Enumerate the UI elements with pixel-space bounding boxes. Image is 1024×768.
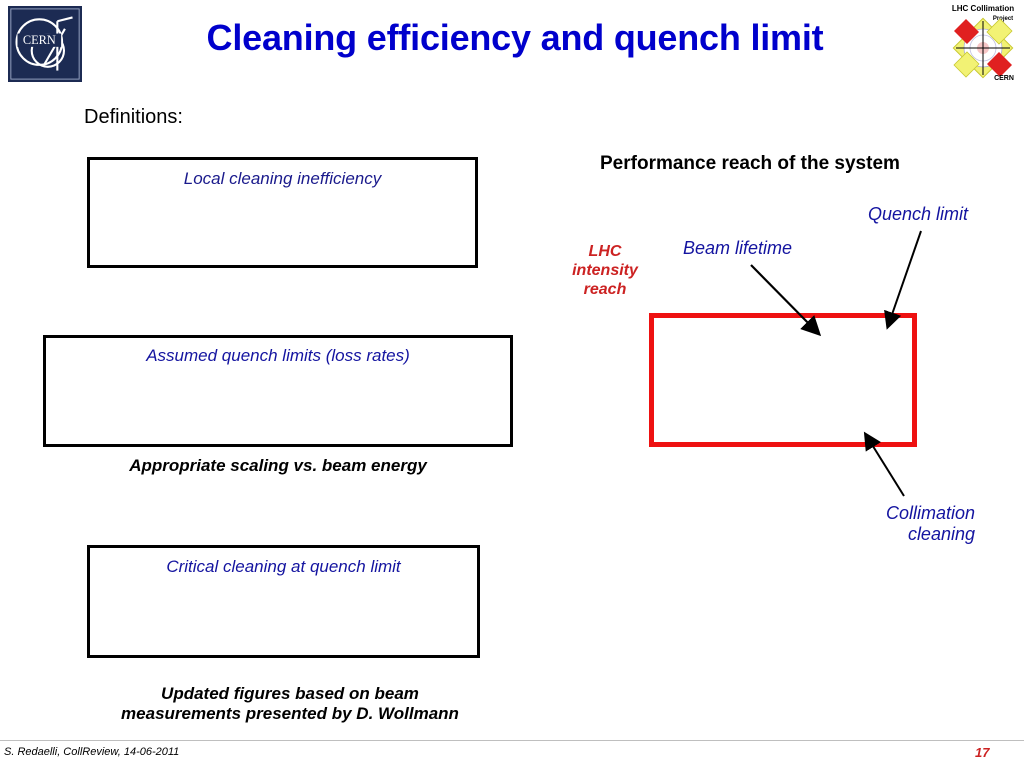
svg-text:CERN: CERN [23,33,56,47]
beam-lifetime-annotation: Beam lifetime [683,238,793,258]
svg-text:CERN: CERN [994,75,1014,82]
box-critical-cleaning-at-quench-limit-label: Critical cleaning at quench limit [166,557,401,576]
lhc-collimation-project-logo: LHC Collimation Project CERN [946,2,1020,84]
scaling-caption: Appropriate scaling vs. beam energy [129,456,427,475]
box-assumed-quench-limits-label: Assumed quench limits (loss rates) [146,346,410,365]
lhc-intensity-reach-line2: intensity [572,261,638,279]
collimation-cleaning-line1: Collimation [885,503,975,523]
updated-figures-caption: Updated figures based on beam measuremen… [60,684,520,724]
collimation-cleaning-annotation: Collimation cleaning [830,503,975,545]
definitions-heading: Definitions: [84,106,183,128]
box-assumed-quench-limits: Assumed quench limits (loss rates) [43,335,513,447]
footer-author-info: S. Redaelli, CollReview, 14-06-2011 [4,746,180,758]
box-local-cleaning-inefficiency: Local cleaning inefficiency [87,157,478,268]
page-title: Cleaning efficiency and quench limit [206,17,824,58]
performance-reach-heading: Performance reach of the system [600,153,900,174]
footer-divider [0,740,1024,741]
collimation-cleaning-line2: cleaning [907,524,975,545]
quench-limit-annotation: Quench limit [868,204,969,224]
formula-box-performance-reach [649,313,917,447]
page-number: 17 [975,745,990,760]
updated-figures-caption-line2: measurements presented by D. Wollmann [121,704,459,724]
svg-text:Project: Project [993,16,1013,22]
svg-text:LHC Collimation: LHC Collimation [952,4,1014,13]
cern-logo: CERN [6,4,84,84]
updated-figures-caption-line1: Updated figures based on beam [161,684,419,703]
lhc-intensity-reach-line1: LHC [588,243,622,260]
box-local-cleaning-inefficiency-label: Local cleaning inefficiency [183,169,382,188]
lhc-intensity-reach-annotation: LHC intensity reach [557,243,653,300]
lhc-intensity-reach-line3: reach [583,280,627,298]
arrow-quench-limit [884,230,922,330]
box-critical-cleaning-at-quench-limit: Critical cleaning at quench limit [87,545,480,658]
